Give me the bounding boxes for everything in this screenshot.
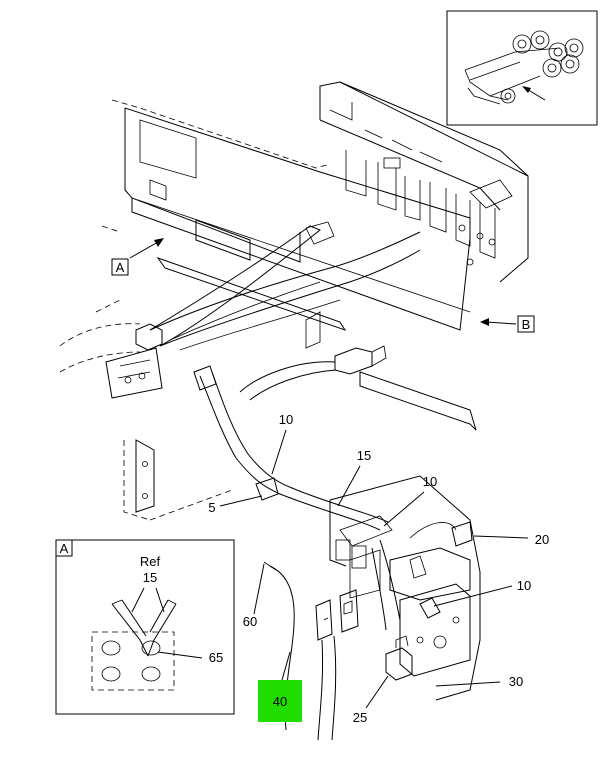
callout-30: 30 xyxy=(435,674,523,689)
view-label-a-text: A xyxy=(116,260,125,275)
view-label-a: A xyxy=(111,238,164,276)
callout-10-top-text: 10 xyxy=(279,412,293,427)
callout-10-right-text: 10 xyxy=(517,578,531,593)
callout-60: 60 xyxy=(243,563,265,629)
locator-inset xyxy=(446,10,598,126)
callout-25-text: 25 xyxy=(353,710,367,725)
callout-10-mid-text: 10 xyxy=(423,474,437,489)
detail-a-inset: A Ref 15 65 xyxy=(55,539,235,715)
view-label-b-text: B xyxy=(522,317,531,332)
callout-15: 15 xyxy=(337,448,371,507)
detail-a-label-box xyxy=(55,539,73,557)
detail-a-ref-number: 15 xyxy=(143,570,157,585)
callout-20-text: 20 xyxy=(535,532,549,547)
callout-10-right: 10 xyxy=(433,578,531,607)
detail-a-label: A xyxy=(60,541,69,556)
callout-15-text: 15 xyxy=(357,448,371,463)
callout-10-top: 10 xyxy=(271,412,293,475)
callout-60-text: 60 xyxy=(243,614,257,629)
callout-25: 25 xyxy=(353,675,389,725)
view-label-b-box xyxy=(517,315,535,333)
callout-30-text: 30 xyxy=(509,674,523,689)
main-assembly xyxy=(59,81,529,741)
detail-a-ref-text: Ref xyxy=(140,554,161,569)
view-label-a-box xyxy=(111,258,129,276)
callout-20: 20 xyxy=(473,532,549,547)
callout-5-text: 5 xyxy=(208,500,215,515)
detail-a-callout-65: 65 xyxy=(209,650,223,665)
view-label-b: B xyxy=(480,315,535,333)
detail-a-frame xyxy=(55,539,235,715)
callout-10-mid: 10 xyxy=(383,474,437,527)
callout-40-highlight xyxy=(258,680,302,722)
callout-40: 40 xyxy=(258,651,302,722)
callout-5: 5 xyxy=(208,495,263,515)
callout-40-text: 40 xyxy=(273,694,287,709)
